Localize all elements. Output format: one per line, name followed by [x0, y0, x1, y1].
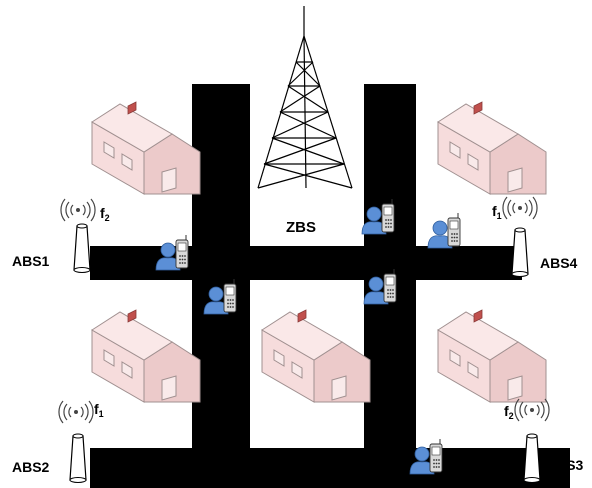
- road-left-vertical: [192, 84, 250, 488]
- abs3-label: ABS3: [546, 457, 584, 473]
- svg-text:f1: f1: [94, 401, 104, 419]
- abs1-freq: f: [100, 205, 105, 221]
- tower-label: ZBS: [286, 219, 316, 236]
- abs4-freq: f: [492, 203, 497, 219]
- abs2-label: ABS2: [12, 459, 50, 475]
- road-upper-horizontal: [90, 246, 522, 280]
- abs4-label: ABS4: [540, 255, 578, 271]
- abs1-freq-sub: 2: [105, 213, 110, 223]
- abs2-antenna-icon: [69, 433, 87, 484]
- abs2-signal-icon: [58, 400, 94, 424]
- abs2-freq-sub: 1: [99, 409, 104, 419]
- ms5-user-phone-icon: [427, 212, 461, 249]
- abs1-label: ABS1: [12, 253, 50, 269]
- abs3-freq-sub: 2: [509, 411, 514, 421]
- abs3-freq: f: [504, 403, 509, 419]
- svg-text:f1: f1: [492, 203, 502, 221]
- lattice-tower-icon: [257, 6, 353, 189]
- abs1-signal-icon: [60, 198, 96, 222]
- house-icon: [91, 309, 201, 403]
- ms2-label: MS2: [368, 239, 397, 255]
- abs2-freq: f: [94, 401, 99, 417]
- svg-text:f2: f2: [504, 403, 514, 421]
- house-icon: [437, 101, 547, 195]
- house-icon: [261, 309, 371, 403]
- ms6-label: MS6: [376, 315, 405, 331]
- ms4-label: MS4: [204, 327, 233, 343]
- abs4-antenna-icon: [511, 227, 529, 278]
- abs3-antenna-icon: [523, 433, 541, 484]
- ms5-label: MS5: [428, 259, 457, 275]
- svg-text:f2: f2: [100, 205, 110, 223]
- road-lower-horizontal: [90, 448, 570, 488]
- house-icon: [437, 309, 547, 403]
- abs4-freq-sub: 1: [497, 211, 502, 221]
- ms1-label: MS1: [450, 461, 479, 477]
- house-icon: [91, 101, 201, 195]
- ms3-label: MS3: [198, 257, 227, 273]
- abs4-signal-icon: [502, 196, 538, 220]
- abs1-antenna-icon: [73, 223, 91, 274]
